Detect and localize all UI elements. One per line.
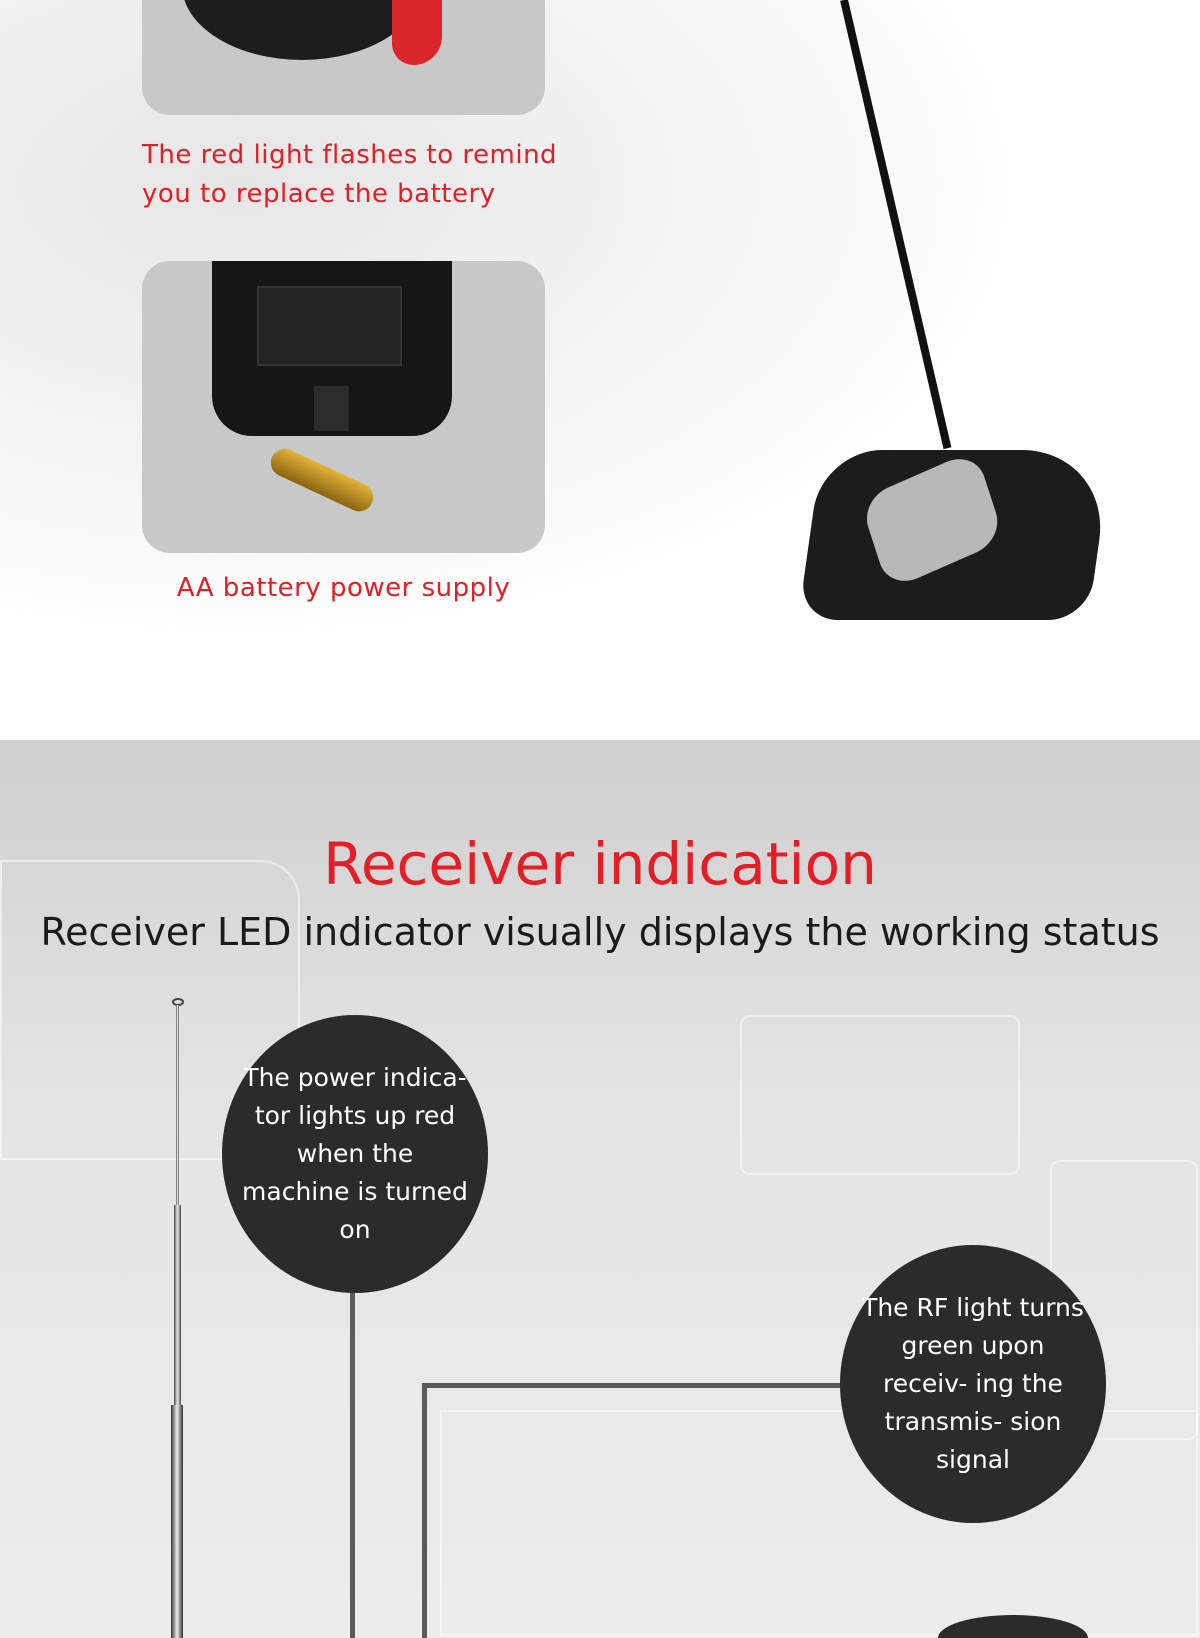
aa-battery-image — [266, 444, 378, 516]
battery-compartment-image — [212, 261, 452, 436]
power-indicator-bubble: The power indica- tor lights up red when… — [222, 1015, 488, 1293]
connector-line — [422, 1383, 427, 1638]
rf-indicator-bubble: The RF light turns green upon receiv- in… — [840, 1245, 1106, 1523]
mic-base — [798, 449, 1112, 620]
battery-compartment-photo — [142, 261, 545, 553]
power-caption: AA battery power supply — [176, 573, 511, 603]
section-subtitle: Receiver LED indicator visually displays… — [40, 910, 1160, 954]
low-battery-caption: The red light flashes to remind you to r… — [142, 136, 557, 214]
section-title: Receiver indication — [323, 830, 877, 898]
circuit-trace — [740, 1015, 1020, 1175]
battery-section: The red light flashes to remind you to r… — [0, 0, 1200, 740]
receiver-section: Receiver indication Receiver LED indicat… — [0, 740, 1200, 1638]
gooseneck — [840, 0, 952, 450]
microphone-led-photo — [142, 0, 545, 115]
caption-line: The red light flashes to remind — [142, 140, 558, 170]
bubble-text: The RF light turns green upon receiv- in… — [862, 1293, 1084, 1474]
mic-foam-image — [182, 0, 422, 60]
connector-line — [422, 1383, 842, 1388]
circuit-trace — [0, 860, 300, 1160]
red-led-ring — [392, 0, 442, 65]
next-indicator-bubble — [938, 1615, 1088, 1638]
caption-line: you to replace the battery — [142, 179, 496, 209]
bubble-text: The power indica- tor lights up red when… — [242, 1063, 468, 1244]
connector-line — [350, 1280, 355, 1638]
circuit-trace — [440, 1410, 1198, 1636]
